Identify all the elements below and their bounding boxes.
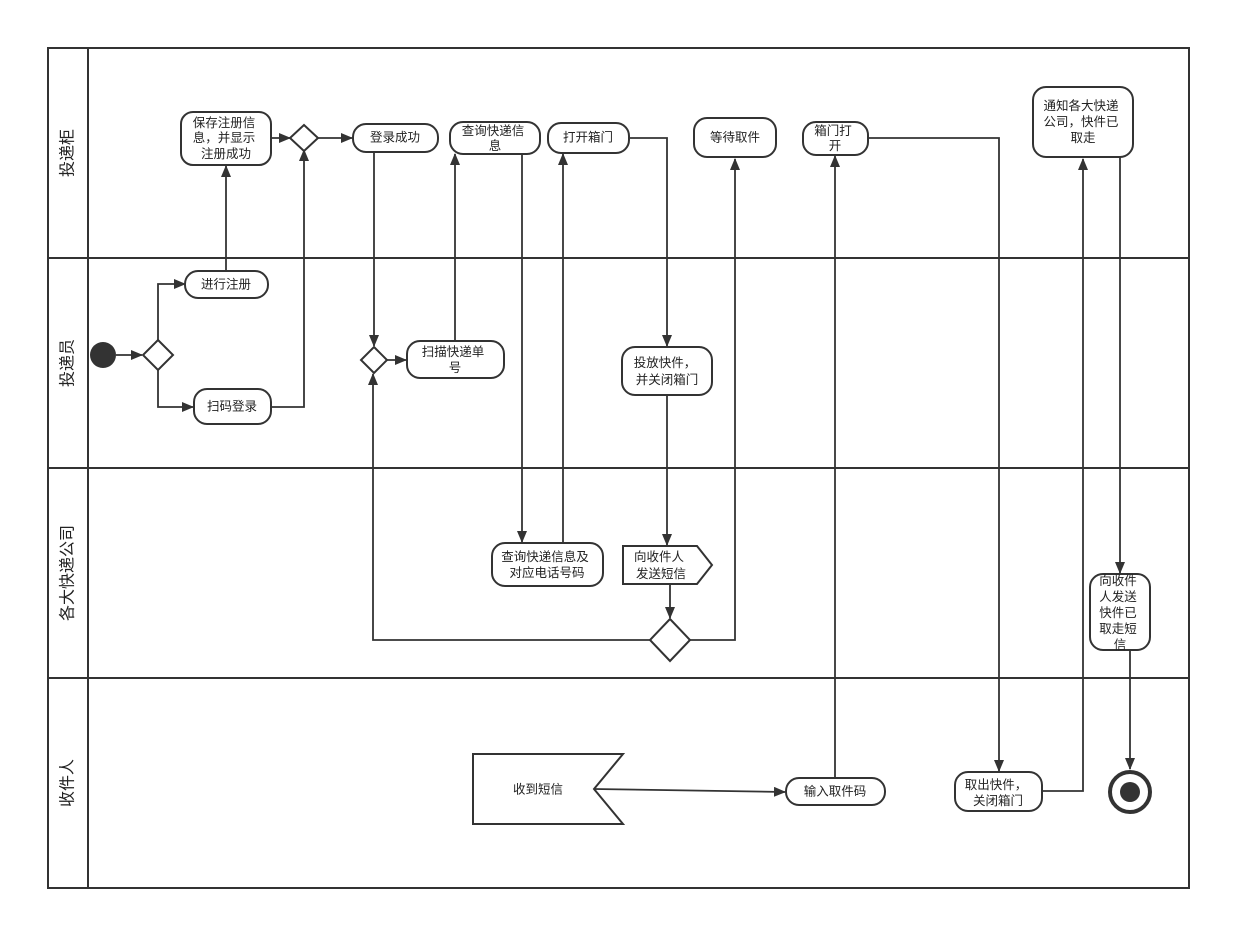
decision-diamond [288, 123, 320, 153]
activity-door-opened [802, 121, 869, 156]
activity-label: 投放快件， 并关闭箱门 [634, 355, 701, 387]
activity-take-out-parcel [954, 771, 1043, 812]
activity-label: 扫描快递单 号 [422, 344, 489, 375]
edge [368, 373, 650, 641]
edge [690, 158, 740, 641]
activity-label: 向收件人 发送短信 [634, 549, 688, 581]
decision-diamond [359, 345, 389, 375]
activity-label: 通知各大快递 公司，快件已 取走 [1044, 98, 1123, 145]
activity-open-door [547, 122, 630, 154]
activity-label: 登录成功 [370, 130, 420, 145]
end-node-core [1120, 782, 1140, 802]
activity-label: 打开箱门 [563, 130, 613, 145]
activity-label: 进行注册 [201, 277, 251, 292]
lane-label-express-company: 各大快递公司 [58, 525, 77, 621]
activity-label: 箱门打 开 [814, 123, 856, 153]
edge [629, 137, 672, 347]
signal-send-sms [622, 545, 714, 585]
activity-place-parcel [621, 346, 713, 396]
activity-label: 查询快递信息及 对应电话号码 [501, 549, 593, 580]
edges [116, 133, 1135, 797]
activity-label: 取出快件， 关闭箱门 [965, 777, 1032, 808]
activity-label: 保存注册信 息，并显示 注册成功 [193, 115, 260, 161]
activity-label: 输入取件码 [804, 784, 867, 799]
lane-label-courier: 投递员 [58, 339, 77, 387]
decision-diamond [648, 617, 692, 663]
lane-label-recipient: 收件人 [58, 759, 77, 807]
edge [157, 279, 186, 340]
activity-query-phone [491, 542, 604, 587]
activity-save-registration [180, 111, 272, 166]
signal-receive-sms [472, 753, 626, 825]
edge [157, 370, 194, 412]
activity-label: 扫码登录 [207, 399, 257, 414]
lane-label-locker: 投递柜 [58, 129, 77, 177]
activity-notify-companies [1032, 86, 1134, 158]
activity-wait-pickup [693, 117, 777, 158]
edge [593, 786, 786, 797]
start-node [90, 342, 116, 368]
edge [1042, 158, 1088, 792]
activity-send-taken-sms [1089, 573, 1151, 651]
edge [868, 137, 1004, 772]
activity-scan-login [193, 388, 272, 425]
activity-label: 向收件 人发送 快件已 取走短 信 [1099, 573, 1141, 652]
activity-register [184, 270, 269, 299]
activity-query-info [449, 121, 541, 155]
edge [271, 149, 309, 408]
activity-label: 查询快递信 息 [462, 123, 529, 153]
decision-diamond [141, 338, 175, 372]
activity-enter-code [785, 777, 886, 806]
activity-login-success [352, 123, 439, 153]
activity-scan-tracking-number [406, 340, 505, 379]
activity-label: 等待取件 [710, 130, 760, 145]
activity-label: 收到短信 [513, 782, 563, 797]
